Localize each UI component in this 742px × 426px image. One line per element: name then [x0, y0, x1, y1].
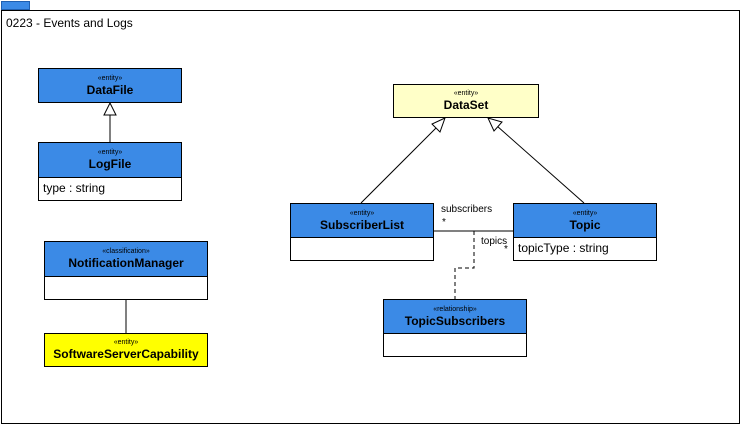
- datafile-generalization-arrow: [103, 101, 117, 116]
- association-multiplicity-subscribers: *: [442, 217, 446, 228]
- class-subscriberlist[interactable]: «entity» SubscriberList: [290, 203, 434, 261]
- class-topic-attribute: topicType : string: [518, 241, 609, 255]
- class-dataset-header: «entity» DataSet: [394, 85, 538, 117]
- class-logfile-attributes: type : string: [39, 178, 181, 198]
- frame-title: 0223 - Events and Logs: [6, 16, 133, 30]
- class-softwareservercapability-header: «entity» SoftwareServerCapability: [45, 334, 207, 366]
- class-softwareservercapability-name: SoftwareServerCapability: [53, 347, 199, 361]
- class-subscriberlist-attributes: [291, 238, 433, 244]
- class-topic-name: Topic: [569, 217, 601, 232]
- class-notificationmanager-attributes: [45, 277, 207, 283]
- class-dataset-stereotype: «entity»: [453, 90, 479, 97]
- class-topic-header: «entity» Topic: [514, 204, 656, 238]
- topic-generalization-line: [496, 125, 585, 204]
- class-notificationmanager[interactable]: «classification» NotificationManager: [44, 241, 208, 300]
- association-multiplicity-topics: *: [504, 244, 508, 255]
- class-datafile-header: «entity» DataFile: [39, 69, 181, 102]
- class-notificationmanager-stereotype: «classification»: [102, 248, 150, 255]
- association-role-topics: topics: [481, 236, 508, 247]
- association-class-dashed-link: [454, 231, 475, 299]
- class-topicsubscribers-header: «relationship» TopicSubscribers: [384, 300, 526, 334]
- class-logfile-header: «entity» LogFile: [39, 143, 181, 178]
- class-topic-attributes: topicType : string: [514, 238, 656, 258]
- class-topicsubscribers-stereotype: «relationship»: [433, 305, 477, 313]
- dataset-generalization-arrow-left: [431, 117, 446, 133]
- diagram-frame: [1, 10, 740, 424]
- subscriberlist-generalization-line: [360, 126, 438, 204]
- class-datafile[interactable]: «entity» DataFile: [38, 68, 182, 103]
- class-notificationmanager-header: «classification» NotificationManager: [45, 242, 207, 277]
- frame-tab: [1, 1, 30, 10]
- class-subscriberlist-stereotype: «entity»: [349, 209, 375, 217]
- class-logfile-stereotype: «entity»: [97, 149, 123, 156]
- class-topicsubscribers[interactable]: «relationship» TopicSubscribers: [383, 299, 527, 357]
- class-logfile-attribute: type : string: [43, 181, 106, 195]
- class-subscriberlist-header: «entity» SubscriberList: [291, 204, 433, 238]
- class-topic-stereotype: «entity»: [572, 209, 598, 217]
- class-softwareservercapability[interactable]: «entity» SoftwareServerCapability: [44, 333, 208, 367]
- association-role-subscribers: subscribers: [441, 204, 493, 215]
- class-logfile-name: LogFile: [88, 157, 132, 171]
- class-subscriberlist-name: SubscriberList: [319, 217, 405, 232]
- class-dataset-name: DataSet: [443, 98, 489, 112]
- class-dataset[interactable]: «entity» DataSet: [393, 84, 539, 118]
- class-notificationmanager-name: NotificationManager: [68, 256, 184, 270]
- class-logfile[interactable]: «entity» LogFile type : string: [38, 142, 182, 201]
- dataset-generalization-arrow-right: [487, 117, 503, 132]
- class-datafile-name: DataFile: [86, 82, 134, 97]
- class-topicsubscribers-name: TopicSubscribers: [404, 313, 506, 328]
- class-softwareservercapability-stereotype: «entity»: [113, 339, 139, 346]
- class-datafile-stereotype: «entity»: [97, 74, 123, 82]
- class-topicsubscribers-attributes: [384, 334, 526, 340]
- class-topic[interactable]: «entity» Topic topicType : string: [513, 203, 657, 261]
